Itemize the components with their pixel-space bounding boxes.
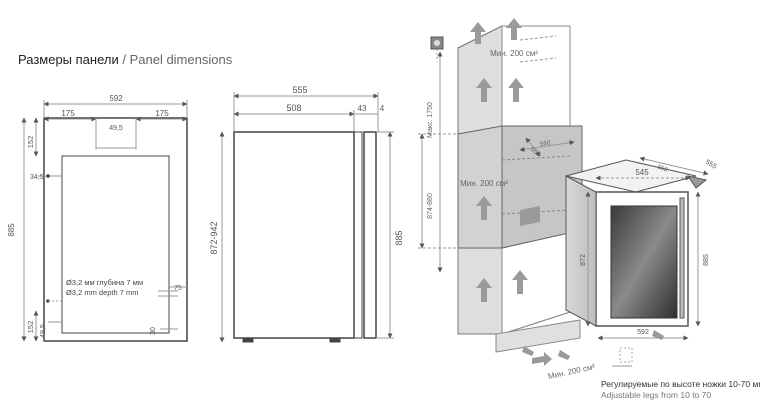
label-inner-width: 560 (539, 139, 551, 147)
socket-icon (430, 36, 444, 62)
label-unit-width: 545 (635, 168, 649, 177)
label-width-592: 592 (109, 94, 123, 103)
arrow-up-icon (512, 270, 528, 294)
label-vent-mid: Мин. 200 см² (460, 179, 508, 188)
label-width-right-175: 175 (155, 109, 169, 118)
label-depth-555: 555 (292, 85, 307, 95)
label-right-75: 75 (174, 285, 182, 292)
unit-side (565, 175, 597, 327)
title-separator: / (118, 52, 130, 67)
label-height-885: 885 (7, 223, 16, 237)
arrow-in-icon (558, 350, 570, 360)
label-depth-43: 43 (358, 104, 367, 113)
label-unit-depth: 555 (704, 159, 718, 171)
arrow-up-icon (508, 78, 524, 102)
legs-note: Регулируемые по высоте ножки 10-70 мм Ad… (601, 379, 760, 401)
label-max-height: Макс. 1750 (427, 102, 434, 138)
label-bottom-49-5: 49,5 (40, 324, 47, 338)
legs-note-ru: Регулируемые по высоте ножки 10-70 мм (601, 379, 760, 389)
wine-cooler-unit (565, 156, 709, 367)
front-panel-drawing (21, 100, 188, 342)
label-top-152: 152 (26, 136, 35, 149)
side-view-drawing (219, 92, 394, 343)
label-height-885: 885 (394, 230, 404, 245)
niche-drawing (418, 25, 583, 353)
arrow-up-icon (506, 18, 522, 40)
arrow-up-icon (476, 78, 492, 102)
label-width-left-175: 175 (61, 109, 75, 118)
arrow-in-icon (532, 352, 552, 366)
label-hole-ru: Ø3,2 мм глубина 7 мм (66, 278, 143, 287)
side-door-gap (353, 131, 363, 339)
label-height-872-942: 872-942 (209, 221, 219, 254)
label-opening-height: 874-880 (427, 193, 434, 219)
title-ru: Размеры панели (18, 52, 119, 67)
label-unit-front-height: 885 (703, 254, 710, 266)
label-unit-height: 872 (580, 254, 587, 266)
legs-note-en: Adjustable legs from 10 to 70 (601, 390, 712, 400)
side-view-labels: 555 508 43 4 872-942 885 (209, 85, 404, 255)
arrow-up-icon (476, 278, 492, 302)
arrow-in-icon (522, 346, 534, 356)
label-top-34-5: 34,5 (30, 174, 44, 181)
panel-inner-frame (61, 155, 170, 334)
label-unit-top: 558 (657, 165, 669, 174)
label-unit-front-width: 592 (637, 329, 649, 336)
panel-outline (43, 117, 188, 342)
title-en: Panel dimensions (129, 52, 233, 67)
side-body (233, 131, 355, 339)
front-panel-labels: 592 175 49,5 175 885 152 34,5 152 49,5 7… (7, 94, 182, 338)
label-vent-top: Мин. 200 см² (490, 49, 538, 58)
arrow-up-icon (470, 22, 486, 44)
label-depth-508: 508 (286, 103, 301, 113)
arrow-up-icon (476, 196, 492, 220)
label-width-mid-49-5: 49,5 (109, 125, 123, 132)
unit-labels: 545 555 558 872 885 592 (580, 159, 718, 336)
panel-dimensions-title: Размеры панели / Panel dimensions (18, 52, 232, 67)
label-hole-en: Ø3,2 mm depth 7 mm (66, 288, 139, 297)
label-bottom-152: 152 (26, 321, 35, 334)
label-depth-4: 4 (380, 104, 385, 113)
label-vent-bottom: Мин. 200 см² (547, 362, 596, 381)
unit-glass-door (610, 205, 678, 319)
side-door (363, 131, 377, 339)
label-right-30: 30 (150, 327, 157, 335)
